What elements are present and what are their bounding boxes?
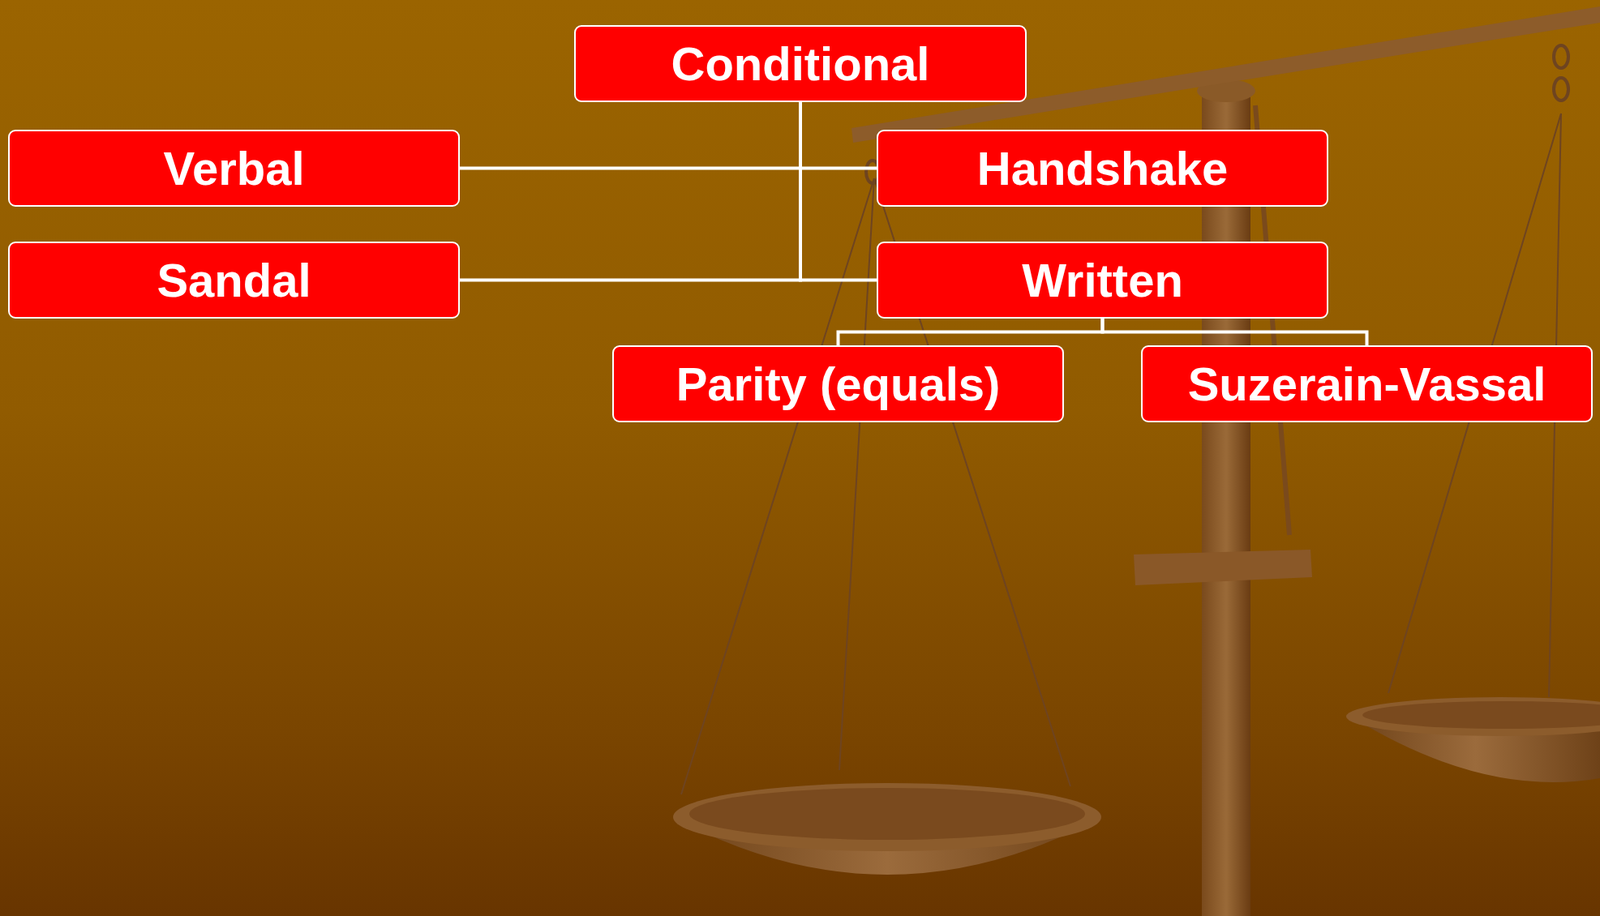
connector-line — [800, 102, 877, 281]
term-box: Sandal — [8, 241, 460, 319]
term-box: Written — [876, 241, 1329, 319]
term-label: Handshake — [977, 142, 1228, 195]
term-box: Suzerain-Vassal — [1141, 345, 1593, 423]
connector-line — [838, 318, 1103, 346]
term-label: Conditional — [671, 38, 931, 91]
term-label: Verbal — [163, 142, 305, 195]
connector-line — [800, 102, 877, 169]
connector-line — [1102, 318, 1368, 346]
term-box: Parity (equals) — [612, 345, 1064, 423]
term-box: Handshake — [876, 129, 1329, 207]
term-label: Sandal — [156, 254, 311, 307]
term-label: Written — [1021, 254, 1184, 307]
term-box: Conditional — [574, 25, 1027, 103]
term-label: Suzerain-Vassal — [1188, 358, 1547, 411]
connector-line — [459, 102, 801, 281]
term-box: Verbal — [8, 129, 460, 207]
connector-line — [459, 102, 801, 169]
term-label: Parity (equals) — [676, 358, 1001, 411]
